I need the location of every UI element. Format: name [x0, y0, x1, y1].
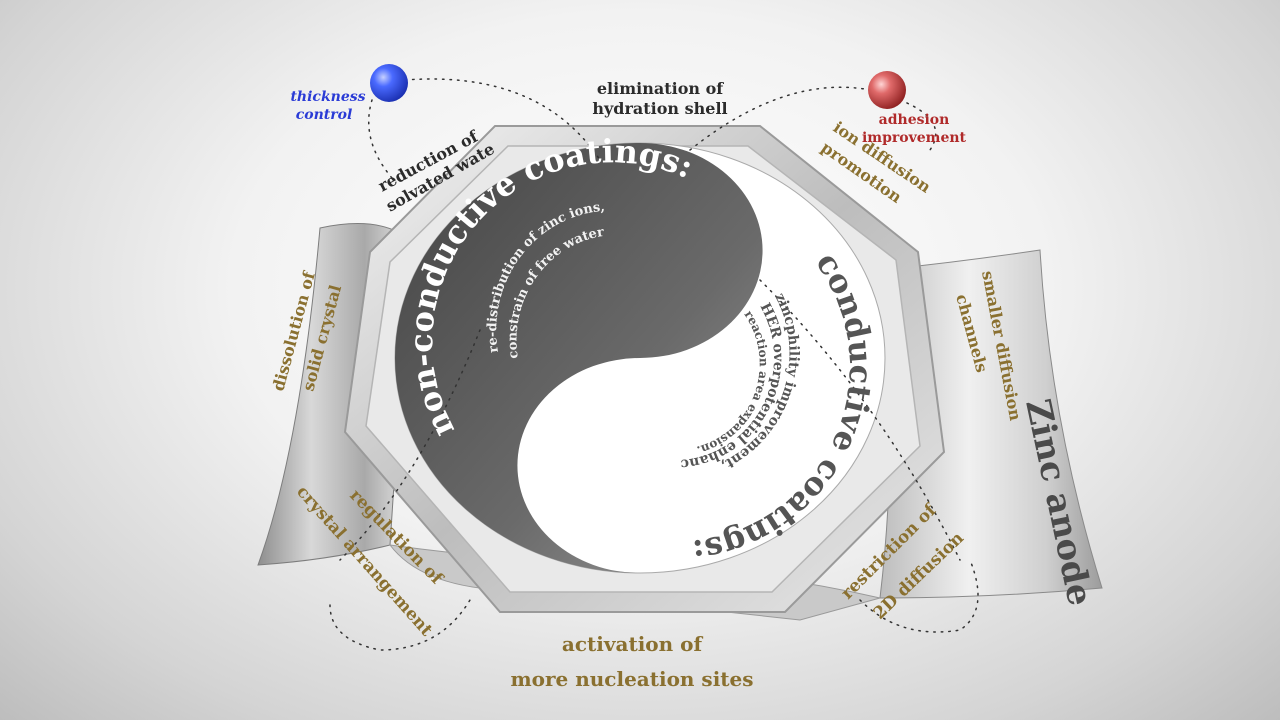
- effect-bottom-line1: activation of: [562, 632, 704, 656]
- effect-bottom-line2: more nucleation sites: [510, 667, 753, 691]
- effect-top-line2: hydration shell: [592, 99, 727, 118]
- blue-sphere: [370, 64, 408, 102]
- effect-upper-left-line2: solvated water: [0, 0, 498, 215]
- orbit-lines: [329, 78, 979, 651]
- red-sphere: [868, 71, 906, 109]
- blue-sphere-label-1: thickness: [290, 89, 365, 105]
- red-sphere-label-2: improvement: [862, 130, 967, 146]
- red-sphere-label-1: adhesion: [879, 112, 950, 128]
- effect-top-line1: elimination of: [597, 79, 724, 98]
- yin-yang-disk: [394, 142, 886, 574]
- blue-sphere-label-2: control: [296, 107, 353, 123]
- non-conductive-half: [395, 143, 763, 573]
